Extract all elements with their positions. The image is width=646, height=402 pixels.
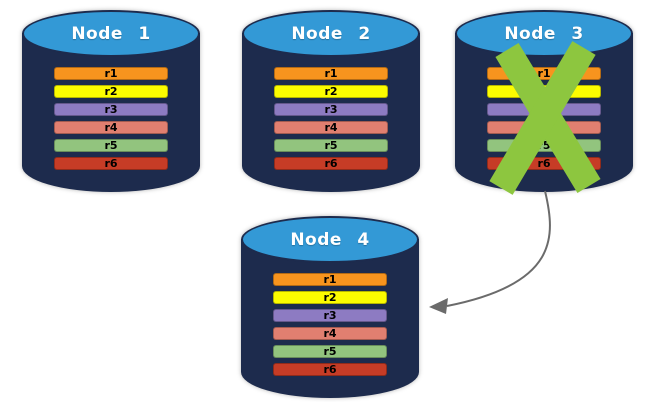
replica-row: r5 [487, 139, 601, 152]
node-2-cylinder-top: Node 2 [242, 10, 420, 57]
node-1-cylinder-top: Node 1 [22, 10, 200, 57]
replica-row: r5 [274, 139, 388, 152]
node-3: Node 3 r1 r2 r3 r4 r5 r6 [455, 10, 633, 192]
replica-row: r2 [487, 85, 601, 98]
node-3-title: Node 3 [504, 23, 584, 44]
replica-row: r4 [54, 121, 168, 134]
node-4-title: Node 4 [290, 229, 370, 250]
replica-row: r3 [274, 103, 388, 116]
replica-row: r2 [274, 85, 388, 98]
node-1-replica-rows: r1 r2 r3 r4 r5 r6 [54, 67, 168, 170]
replica-row: r4 [274, 121, 388, 134]
replica-row: r5 [54, 139, 168, 152]
replica-row: r3 [487, 103, 601, 116]
node-1-title: Node 1 [71, 23, 151, 44]
node-3-cylinder-top: Node 3 [455, 10, 633, 57]
node-4-cylinder-top: Node 4 [241, 216, 419, 263]
replica-row: r1 [273, 273, 387, 286]
node-4: Node 4 r1 r2 r3 r4 r5 r6 [241, 216, 419, 398]
node-2-title: Node 2 [291, 23, 371, 44]
node-2-replica-rows: r1 r2 r3 r4 r5 r6 [274, 67, 388, 170]
replica-row: r1 [274, 67, 388, 80]
replica-row: r3 [54, 103, 168, 116]
replica-row: r5 [273, 345, 387, 358]
node-1: Node 1 r1 r2 r3 r4 r5 r6 [22, 10, 200, 192]
node-2: Node 2 r1 r2 r3 r4 r5 r6 [242, 10, 420, 192]
replica-row: r4 [273, 327, 387, 340]
replica-row: r3 [273, 309, 387, 322]
replica-row: r1 [487, 67, 601, 80]
replica-row: r6 [274, 157, 388, 170]
failover-arrow-line [446, 190, 551, 307]
node-3-replica-rows: r1 r2 r3 r4 r5 r6 [487, 67, 601, 170]
failover-arrowhead-icon [429, 298, 448, 314]
replica-row: r2 [273, 291, 387, 304]
replica-row: r2 [54, 85, 168, 98]
replica-row: r6 [54, 157, 168, 170]
replica-row: r6 [273, 363, 387, 376]
replica-row: r6 [487, 157, 601, 170]
replica-row: r4 [487, 121, 601, 134]
node-4-replica-rows: r1 r2 r3 r4 r5 r6 [273, 273, 387, 376]
replica-row: r1 [54, 67, 168, 80]
